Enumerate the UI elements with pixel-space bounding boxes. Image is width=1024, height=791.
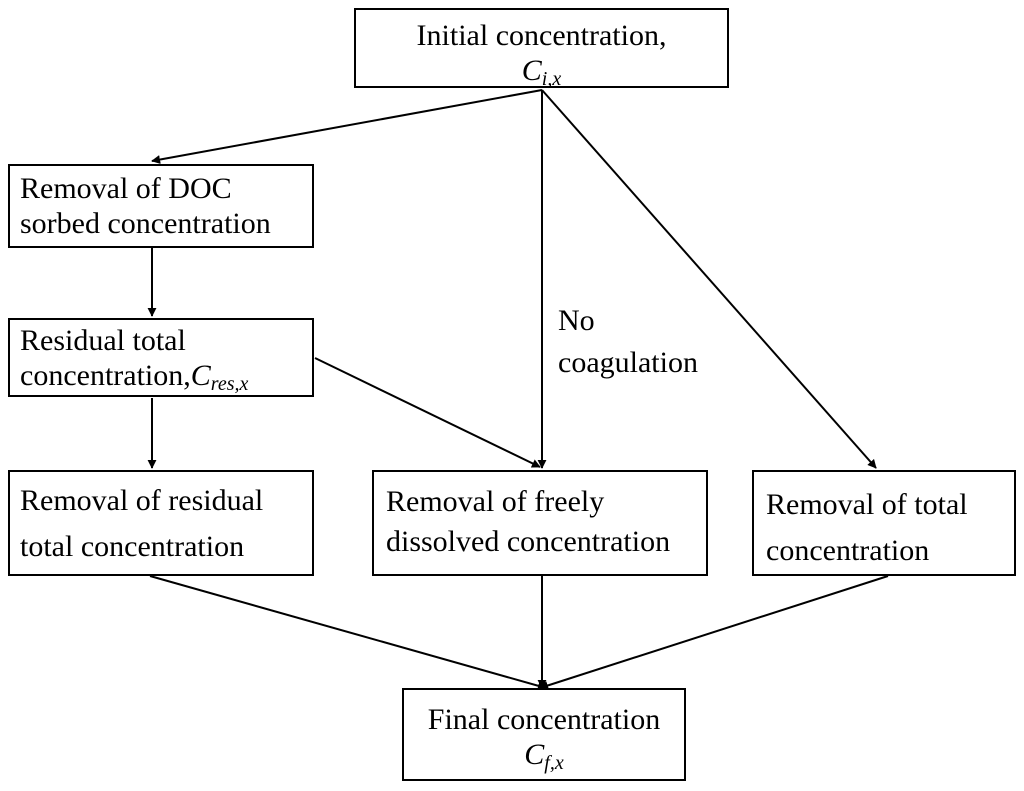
node-initial-symbol: Ci,x (356, 53, 727, 90)
node-removal-residual-total: Removal of residual total concentration (8, 470, 314, 576)
node-residual-line2-text: concentration, (20, 359, 191, 392)
node-removal-residual-line2: total concentration (20, 530, 245, 563)
node-removal-doc-line1: Removal of DOC (20, 172, 232, 205)
node-removal-doc-line2: sorbed concentration (20, 207, 271, 240)
residual-symbol-letter: C (190, 359, 211, 392)
node-final-label: Final concentration (427, 703, 661, 736)
node-removal-residual-line1: Removal of residual (20, 484, 264, 517)
node-residual-total: Residual total concentration,Cres,x (8, 318, 314, 397)
residual-symbol-subscript: res,x (210, 373, 249, 395)
node-removal-freely-line1: Removal of freely (386, 485, 605, 518)
node-removal-freely-dissolved: Removal of freely dissolved concentratio… (372, 470, 708, 576)
arrow-removal-total-to-final (539, 575, 889, 690)
final-symbol-letter: C (524, 738, 545, 771)
node-removal-doc-sorbed: Removal of DOC sorbed concentration (8, 164, 314, 248)
arrow-initial-to-removal-total (541, 89, 877, 469)
node-removal-total-line2: concentration (766, 534, 930, 567)
node-removal-freely-line2: dissolved concentration (386, 525, 671, 558)
edge-label-no-coagulation: No coagulation (558, 300, 698, 384)
edge-label-line2: coagulation (558, 346, 698, 379)
final-symbol-subscript: f,x (544, 752, 564, 774)
arrow-removal-residual-to-final (149, 575, 547, 691)
initial-symbol-letter: C (521, 54, 542, 87)
node-residual-line2: concentration,Cres,x (20, 358, 312, 395)
node-residual-line1: Residual total (20, 324, 186, 357)
node-initial-concentration: Initial concentration, Ci,x (354, 8, 729, 90)
arrow-initial-to-removal-doc (151, 89, 543, 164)
node-initial-label: Initial concentration, (416, 19, 667, 52)
edge-label-line1: No (558, 304, 595, 337)
arrow-residual-total-to-removal-freely (314, 357, 541, 468)
initial-symbol-subscript: i,x (541, 68, 562, 90)
node-final-concentration: Final concentration Cf,x (402, 688, 686, 781)
node-removal-total-line1: Removal of total (766, 488, 968, 521)
node-final-symbol: Cf,x (404, 737, 684, 774)
node-removal-total: Removal of total concentration (752, 470, 1016, 576)
